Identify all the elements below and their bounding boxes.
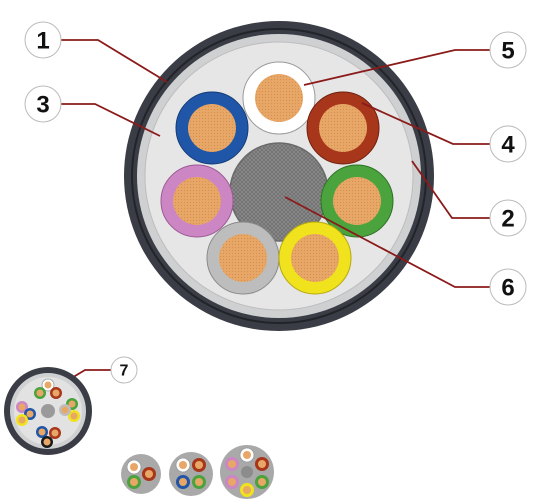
small-cable	[4, 367, 92, 455]
leader-lines	[54, 39, 492, 389]
leader-line-3	[58, 103, 161, 137]
leader-line-5	[303, 49, 492, 86]
leader-line-2	[411, 160, 492, 219]
small-cable-center	[41, 404, 55, 418]
conductor-grey	[206, 221, 280, 295]
leader-line-4	[361, 102, 492, 145]
callout-6-text: 6	[501, 275, 514, 302]
conductor-brown	[306, 91, 380, 165]
callout-5-text: 5	[501, 38, 514, 65]
callout-4-text: 4	[501, 132, 515, 159]
main-cable	[124, 21, 434, 331]
callout-7-text: 7	[120, 363, 129, 380]
conductor-white	[242, 61, 316, 135]
callout-2-text: 2	[501, 206, 514, 233]
callout-3-text: 3	[36, 92, 49, 119]
conductor-purple	[160, 164, 234, 238]
callout-2: 2	[489, 199, 527, 237]
callout-4: 4	[489, 125, 527, 163]
variant-4-core	[169, 452, 213, 496]
conductor-yellow	[278, 221, 352, 295]
leader-line-1	[58, 39, 168, 83]
variant-5-core	[220, 445, 274, 499]
callout-5: 5	[489, 31, 527, 69]
variant-3-core	[121, 454, 161, 494]
callout-1: 1	[24, 21, 62, 59]
outer-sheath-ring	[131, 28, 427, 324]
leader-line-6	[284, 196, 492, 288]
conductor-blue	[175, 91, 249, 165]
callout-6: 6	[489, 268, 527, 306]
callout-1-text: 1	[36, 28, 49, 55]
callout-3: 3	[24, 85, 62, 123]
callout-7: 7	[110, 356, 138, 384]
conductor-green	[320, 164, 394, 238]
